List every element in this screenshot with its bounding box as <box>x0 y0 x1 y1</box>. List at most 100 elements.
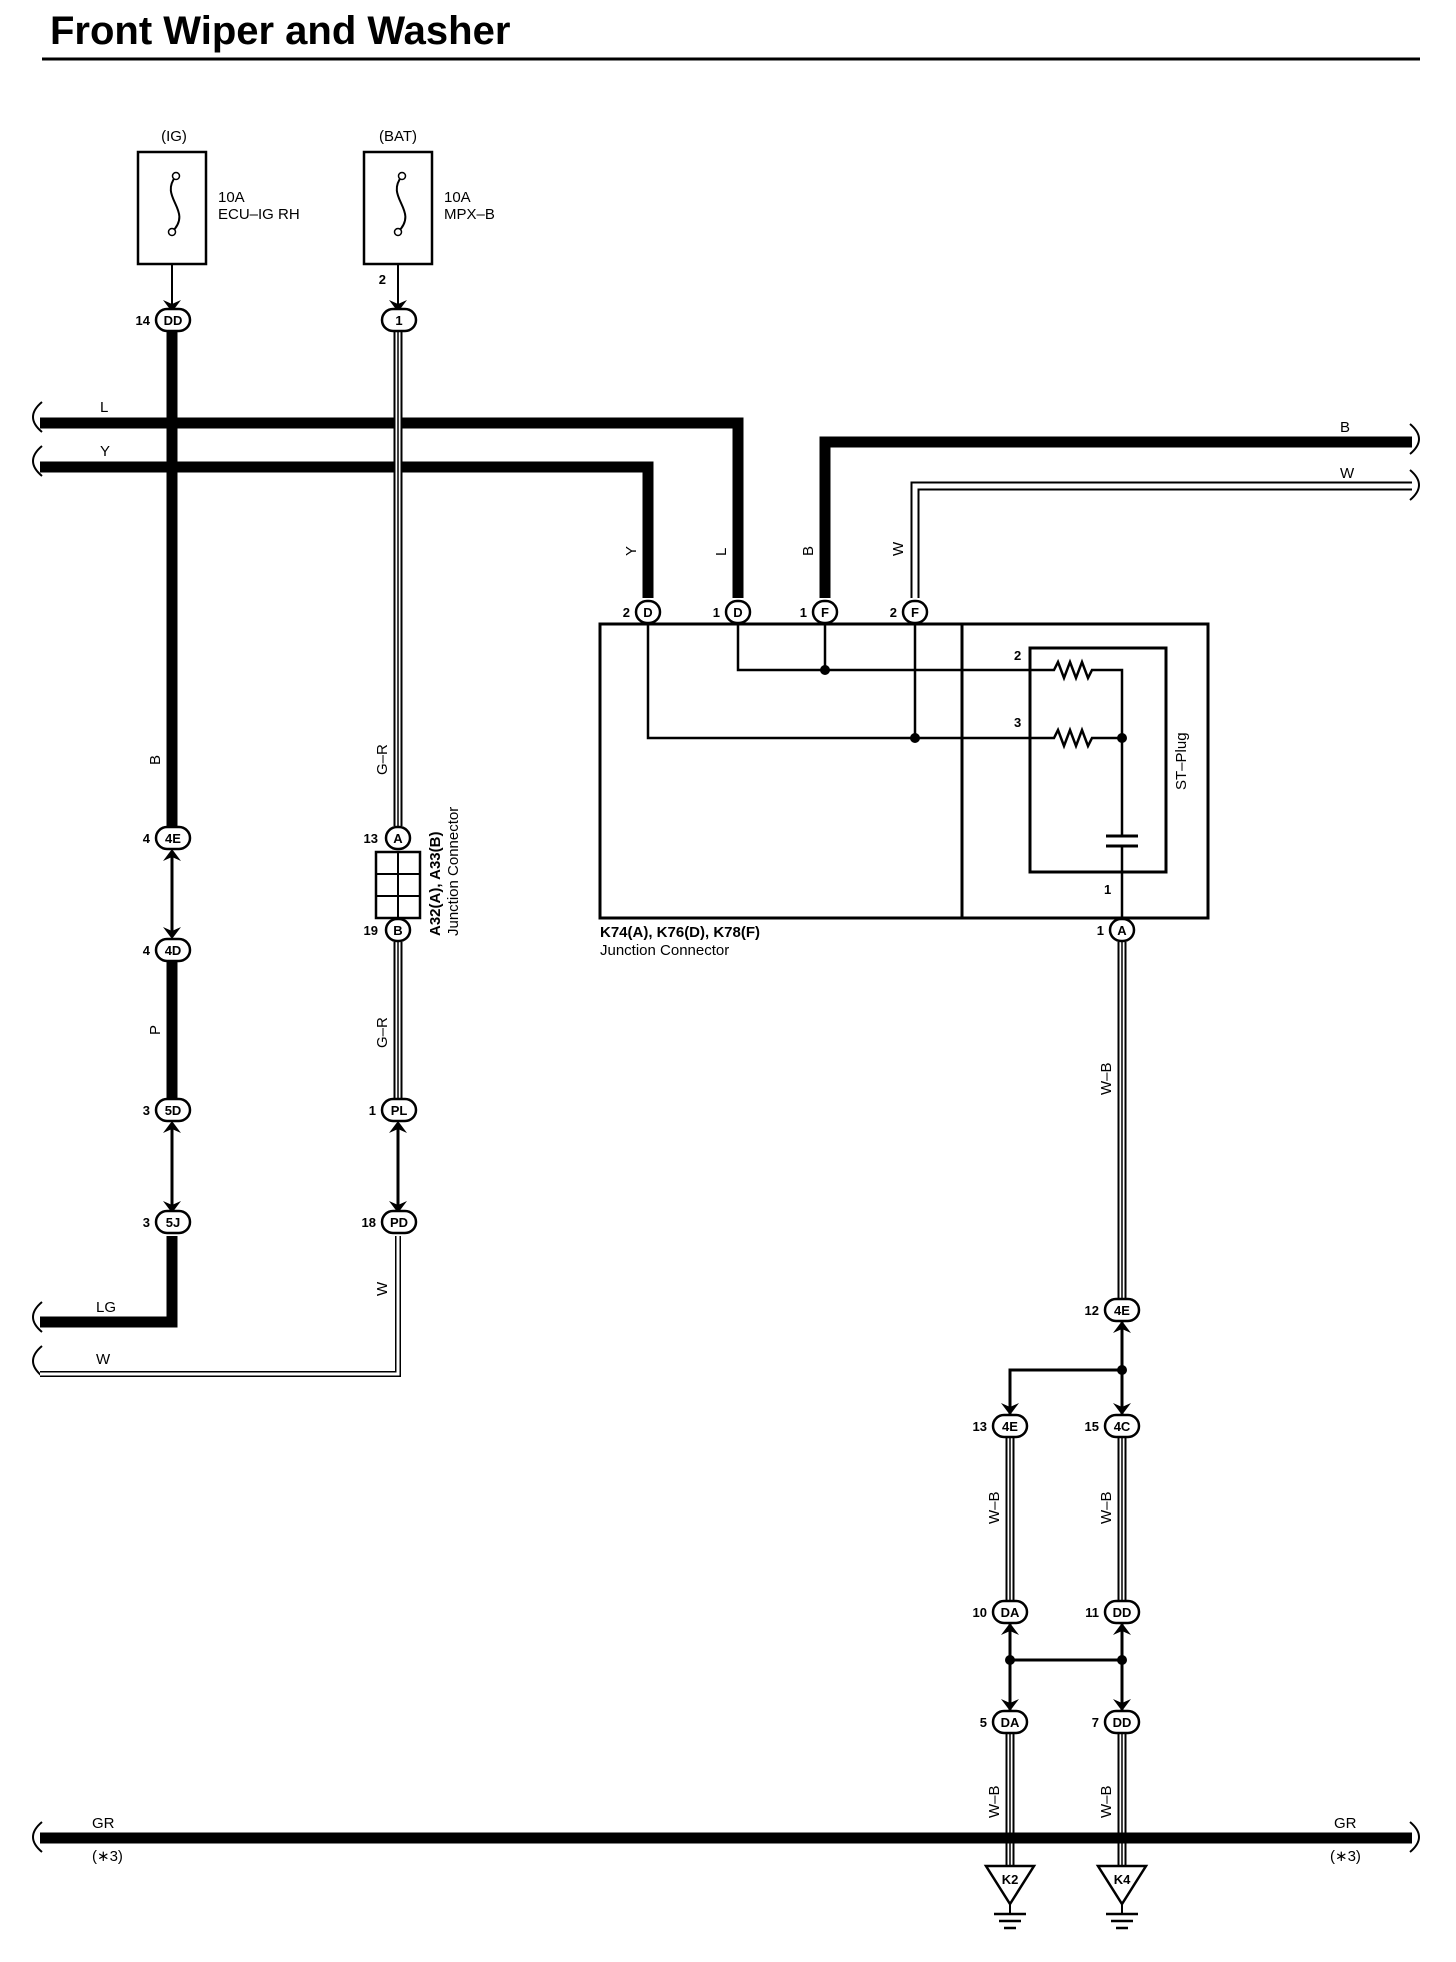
connector-pin: D 2 <box>623 599 662 625</box>
ground-point-k4: K4 <box>1095 1864 1149 1930</box>
wire-GR: GR (∗3) GR (∗3) <box>40 1815 1412 1865</box>
connector-code: 4E <box>1002 1419 1018 1434</box>
wire-label-W-vert: W <box>890 541 907 556</box>
connector-pin: 5J 3 <box>143 1209 192 1235</box>
fuse-ig-name: ECU–IG RH <box>218 206 300 223</box>
wire-note-right: (∗3) <box>1330 1848 1361 1865</box>
connector-code: 5J <box>166 1215 180 1230</box>
wire-label-B-left: B <box>147 755 164 765</box>
connector-pin: A 13 <box>364 825 412 851</box>
pin-label: 1 <box>1104 882 1111 897</box>
junction-k74-label: K74(A), K76(D), K78(F) <box>600 924 760 941</box>
pin-label: 2 <box>379 272 386 287</box>
wire-label-GR-right: GR <box>1334 1815 1357 1832</box>
wire-label-P: P <box>147 1025 164 1035</box>
connector-code: A <box>393 831 403 846</box>
connector-pin: 4E 12 <box>1085 1297 1141 1323</box>
connector-code: 5D <box>165 1103 182 1118</box>
pin-label: 18 <box>362 1215 376 1230</box>
pin-label: 11 <box>1085 1605 1099 1620</box>
connector-code: D <box>733 605 742 620</box>
wire-note-left: (∗3) <box>92 1848 123 1865</box>
connector-pin: 4E 13 <box>973 1413 1029 1439</box>
connector-pin: DD 11 <box>1085 1599 1141 1625</box>
connector-pin: F 2 <box>890 599 929 625</box>
resistor-icon <box>1030 658 1124 738</box>
ground-k2-label: K2 <box>1002 1872 1019 1887</box>
connector-pin: 4C 15 <box>1085 1413 1141 1439</box>
connector-code: DD <box>1113 1715 1132 1730</box>
fuse-ig: (IG) 10A ECU–IG RH <box>136 128 300 266</box>
connector-pin: B 19 <box>364 917 412 943</box>
connector-code: 4D <box>165 943 182 958</box>
pin-label: 4 <box>143 943 151 958</box>
connector-pin: DD 7 <box>1092 1709 1141 1735</box>
wire-label-G-R-lower: G–R <box>374 1017 391 1048</box>
wire-L: L <box>40 399 744 598</box>
wire-label-W-B: W–B <box>986 1491 1003 1524</box>
fuse-bat: (BAT) 10A MPX–B <box>362 128 495 266</box>
wire-break-marks <box>32 401 1420 1853</box>
pin-label: 1 <box>369 1103 376 1118</box>
wire-label-LG: LG <box>96 1299 116 1316</box>
wire-label-L: L <box>100 399 108 416</box>
pin-label: 5 <box>980 1715 987 1730</box>
fuse-ig-box <box>136 150 208 266</box>
connector-code: DA <box>1001 1605 1020 1620</box>
wire-label-W-B: W–B <box>986 1785 1003 1818</box>
pin-label: 1 <box>1097 923 1104 938</box>
wire-label-W-left: W <box>96 1351 111 1368</box>
connector-pin: DA 10 <box>973 1599 1029 1625</box>
fuse-ig-source-label: (IG) <box>161 128 187 145</box>
connector-code: DD <box>164 313 183 328</box>
connector-code: 4C <box>1114 1419 1131 1434</box>
wire-label-Y: Y <box>100 443 110 460</box>
st-plug: 2 3 1 ST–Plug <box>1014 646 1190 918</box>
fuse-ig-amp: 10A <box>218 189 245 206</box>
ground-k4-label: K4 <box>1114 1872 1131 1887</box>
pin-label: 14 <box>136 313 151 328</box>
pin-label: 2 <box>890 605 897 620</box>
fuse-bat-amp: 10A <box>444 189 471 206</box>
wire-Y: Y <box>40 443 654 598</box>
wire-label-B: B <box>1340 419 1350 436</box>
wire-W-left <box>40 1236 401 1377</box>
wire-label-L-vert: L <box>713 548 730 556</box>
connector-pin: PL 1 <box>369 1097 418 1123</box>
connector-code: 4E <box>165 831 181 846</box>
ground-point-k2: K2 <box>983 1864 1037 1930</box>
connector-code: PD <box>390 1215 408 1230</box>
fuse-icon <box>169 175 181 233</box>
connector-pin: F 1 <box>800 599 839 625</box>
connector-pin: 5D 3 <box>143 1097 192 1123</box>
fuse-icon <box>395 175 407 233</box>
st-plug-label: ST–Plug <box>1173 732 1190 790</box>
wire-label-G-R-upper: G–R <box>374 744 391 775</box>
connector-code: D <box>643 605 652 620</box>
junction-connector-a32-a33: A32(A), A33(B) Junction Connector <box>374 807 462 936</box>
wire-LG <box>40 1236 178 1328</box>
pin-label: 3 <box>143 1103 150 1118</box>
junction-k74-sublabel: Junction Connector <box>600 942 729 959</box>
wire-B-top: B <box>819 419 1412 598</box>
connector-code: 4E <box>1114 1303 1130 1318</box>
connector-pin: DA 5 <box>980 1709 1029 1735</box>
pin-label: 12 <box>1085 1303 1099 1318</box>
connector-code: A <box>1117 923 1127 938</box>
pin-label: 4 <box>143 831 151 846</box>
connector-code: DA <box>1001 1715 1020 1730</box>
connector-pin: A 1 <box>1097 917 1136 943</box>
pin-label: 15 <box>1085 1419 1099 1434</box>
connector-pin: DD 14 <box>136 307 192 333</box>
pin-label: 2 <box>623 605 630 620</box>
connector-code: B <box>393 923 402 938</box>
connector-pin: 4E 4 <box>143 825 192 851</box>
pin-label: 13 <box>973 1419 987 1434</box>
pin-label: 1 <box>800 605 807 620</box>
connector-pin: 4D 4 <box>143 937 192 963</box>
connector-code: DD <box>1113 1605 1132 1620</box>
connector-code: F <box>911 605 919 620</box>
connector-pin: 1 <box>380 307 418 333</box>
pin-label: 19 <box>364 923 378 938</box>
